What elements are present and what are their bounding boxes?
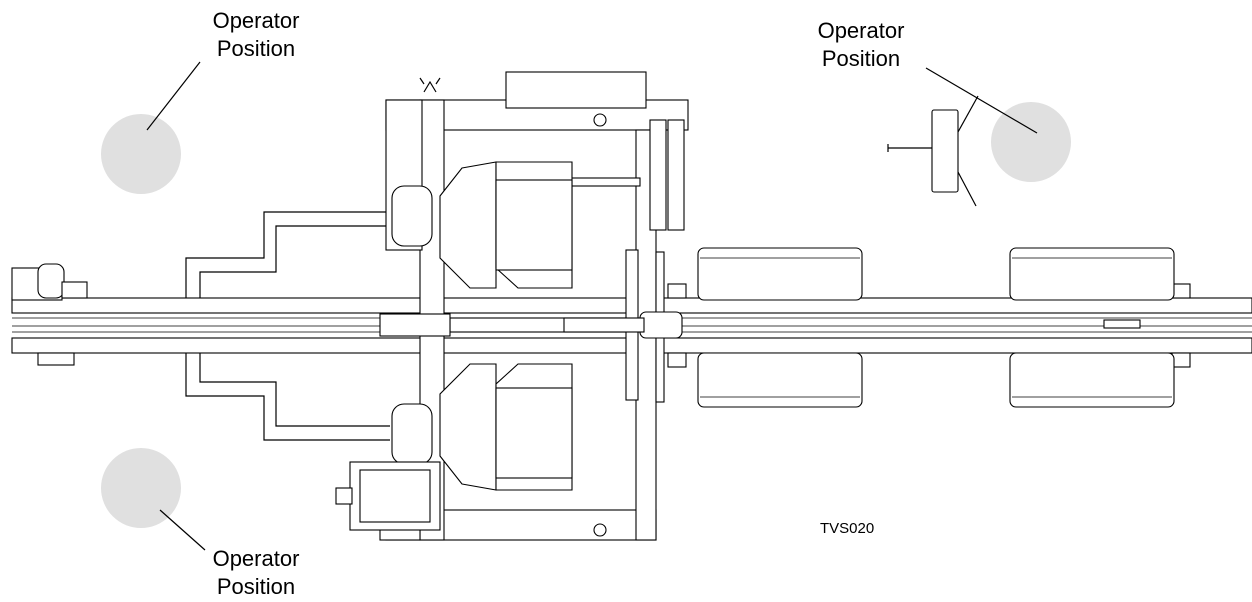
infeed-fingers: [185, 211, 390, 441]
operator-marker-top-right: [991, 102, 1071, 182]
outfeed-box-top-1: [697, 247, 863, 301]
leader-line-top-left: [146, 61, 201, 131]
tension-roller-arm: [563, 317, 645, 333]
operator-label-top-right-line1: Operator: [818, 18, 905, 43]
head-bottom-left-segment: [439, 363, 497, 491]
left-motors: [335, 185, 451, 531]
tension-assembly: [563, 249, 683, 403]
head-lower-block: [495, 387, 573, 479]
leader-line-top-right: [925, 67, 1038, 134]
rail-bracket-right-bottom: [1171, 352, 1191, 368]
operator-label-bottom-left-line2: Position: [217, 574, 295, 599]
right-arm-1: [649, 119, 667, 231]
outfeed-box-top-2: [1009, 247, 1175, 301]
infeed-finger-top: [185, 211, 390, 298]
stool-leg-bottom: [957, 171, 977, 207]
rail-bracket-mid-bottom: [667, 352, 687, 368]
top-housing: [505, 71, 647, 109]
operator-markers: [101, 102, 1071, 528]
gearbox-handle: [335, 487, 353, 505]
stool-seat: [931, 109, 959, 193]
head-top-left-segment: [439, 161, 497, 289]
outfeed-box-bottom-1: [697, 352, 863, 408]
operator-marker-top-left: [101, 114, 181, 194]
head-upper-block: [495, 179, 573, 271]
end-bracket-bottom: [37, 352, 75, 366]
infeed-finger-bottom: [185, 353, 390, 441]
stool-leg-top: [957, 95, 979, 133]
end-motor-cap: [37, 263, 65, 299]
operator-label-top-left-line1: Operator: [213, 8, 300, 33]
end-bracket: [61, 281, 88, 299]
gearbox-bottom-inner: [359, 469, 431, 523]
top-wing-nut: [419, 77, 441, 93]
rail-bracket-right-top: [1171, 283, 1191, 299]
rail-end-clip: [1103, 319, 1141, 329]
outfeed-boxes: [697, 247, 1175, 408]
operator-marker-bottom-left: [101, 448, 181, 528]
rail-bracket-mid-top: [667, 283, 687, 299]
operator-label-top-left-line2: Position: [217, 36, 295, 61]
operator-stool: [887, 95, 979, 207]
operator-label-bottom-left-line1: Operator: [213, 546, 300, 571]
right-arm-2: [667, 119, 685, 231]
bolt-top: [593, 113, 607, 127]
motor-lower-body: [391, 403, 433, 465]
drawing-code: TVS020: [820, 520, 874, 537]
outfeed-box-bottom-2: [1009, 352, 1175, 408]
bolt-bottom: [593, 523, 607, 537]
wrapping-head: [439, 161, 671, 491]
motor-upper-body: [391, 185, 433, 247]
operator-label-top-right-line2: Position: [822, 46, 900, 71]
leader-line-bottom-left: [159, 509, 206, 551]
drive-hub-left: [379, 313, 451, 337]
tension-hub: [639, 311, 683, 339]
